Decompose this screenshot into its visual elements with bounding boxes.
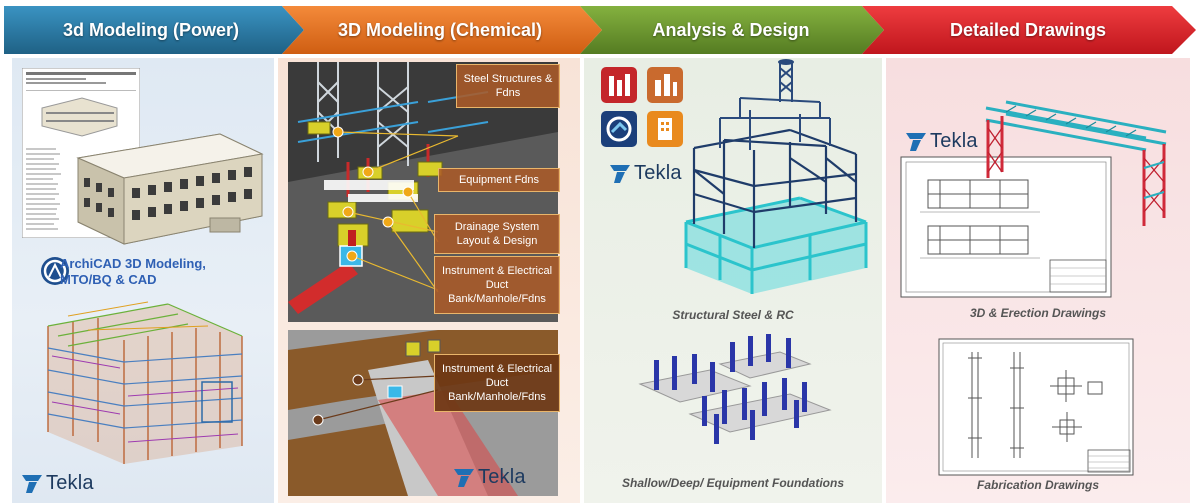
process-header: 3d Modeling (Power) 3D Modeling (Chemica… [0, 6, 1200, 54]
ram-connection-icon [601, 111, 637, 147]
staad-pro-icon [601, 67, 637, 103]
archicad-line1: ArchiCAD 3D Modeling, [60, 256, 206, 271]
tekla-logo-drawings: Tekla [906, 130, 978, 153]
power-structural-model [47, 301, 243, 464]
tekla-wordmark: Tekla [634, 162, 682, 184]
caption-erection-drawings: 3D & Erection Drawings [969, 306, 1107, 320]
tekla-mark-icon [610, 164, 630, 183]
fabrication-drawing-sheet [938, 338, 1134, 476]
archicad-line2: MTO/BQ & CAD [60, 272, 157, 287]
tekla-mark-icon [22, 474, 42, 493]
chemical-site-view [288, 330, 558, 496]
archicad-logo-icon [41, 257, 69, 285]
archicad-caption: ArchiCAD 3D Modeling, MTO/BQ & CAD [60, 256, 260, 288]
tekla-logo-chemical: Tekla [454, 466, 526, 489]
chevron-drawings [862, 6, 1196, 54]
stage-label-analysis: Analysis & Design [652, 20, 810, 40]
caption-fabrication-drawings: Fabrication Drawings [976, 478, 1100, 492]
chevron-banner [4, 6, 1196, 54]
chemical-column: Steel Structures & Fdns Equipment Fdns D… [278, 58, 580, 503]
tekla-wordmark: Tekla [46, 472, 94, 494]
stage-label-drawings: Detailed Drawings [949, 20, 1107, 40]
tekla-wordmark: Tekla [478, 466, 526, 488]
tekla-mark-icon [906, 132, 926, 151]
power-column: ArchiCAD 3D Modeling, MTO/BQ & CAD [12, 58, 274, 503]
callout-drainage-system: Drainage System Layout & Design [434, 214, 560, 254]
tekla-logo-power: Tekla [22, 472, 94, 495]
analysis-column: Tekla [584, 58, 882, 503]
erection-drawing-sheet [900, 156, 1112, 298]
callout-steel-structures: Steel Structures & Fdns [456, 64, 560, 108]
tekla-mark-icon [454, 468, 474, 487]
callout-instrument-duct-bank-2: Instrument & Electrical Duct Bank/Manhol… [434, 354, 560, 412]
stage-label-power: 3d Modeling (Power) [62, 20, 239, 40]
tekla-wordmark: Tekla [930, 130, 978, 152]
chevron-analysis [580, 6, 884, 54]
callout-instrument-duct-bank-1: Instrument & Electrical Duct Bank/Manhol… [434, 256, 560, 314]
pipe-rack-3d [985, 100, 1167, 226]
structural-steel-model [684, 59, 868, 294]
callout-equipment-fdns: Equipment Fdns [438, 168, 560, 192]
staad-foundation-icon [647, 67, 683, 103]
caption-structural-steel: Structural Steel & RC [672, 308, 794, 322]
drawings-column: Tekla 3D & Erection Drawings Fabrication… [886, 58, 1190, 503]
stage-label-chemical: 3D Modeling (Chemical) [337, 20, 543, 40]
caption-foundations: Shallow/Deep/ Equipment Foundations [621, 476, 844, 490]
tekla-logo-analysis: Tekla [610, 162, 682, 185]
chevron-power [4, 6, 304, 54]
chevron-chemical [282, 6, 602, 54]
ram-concept-icon [647, 111, 683, 147]
foundations-model [638, 334, 832, 444]
power-building-3d [76, 133, 264, 245]
